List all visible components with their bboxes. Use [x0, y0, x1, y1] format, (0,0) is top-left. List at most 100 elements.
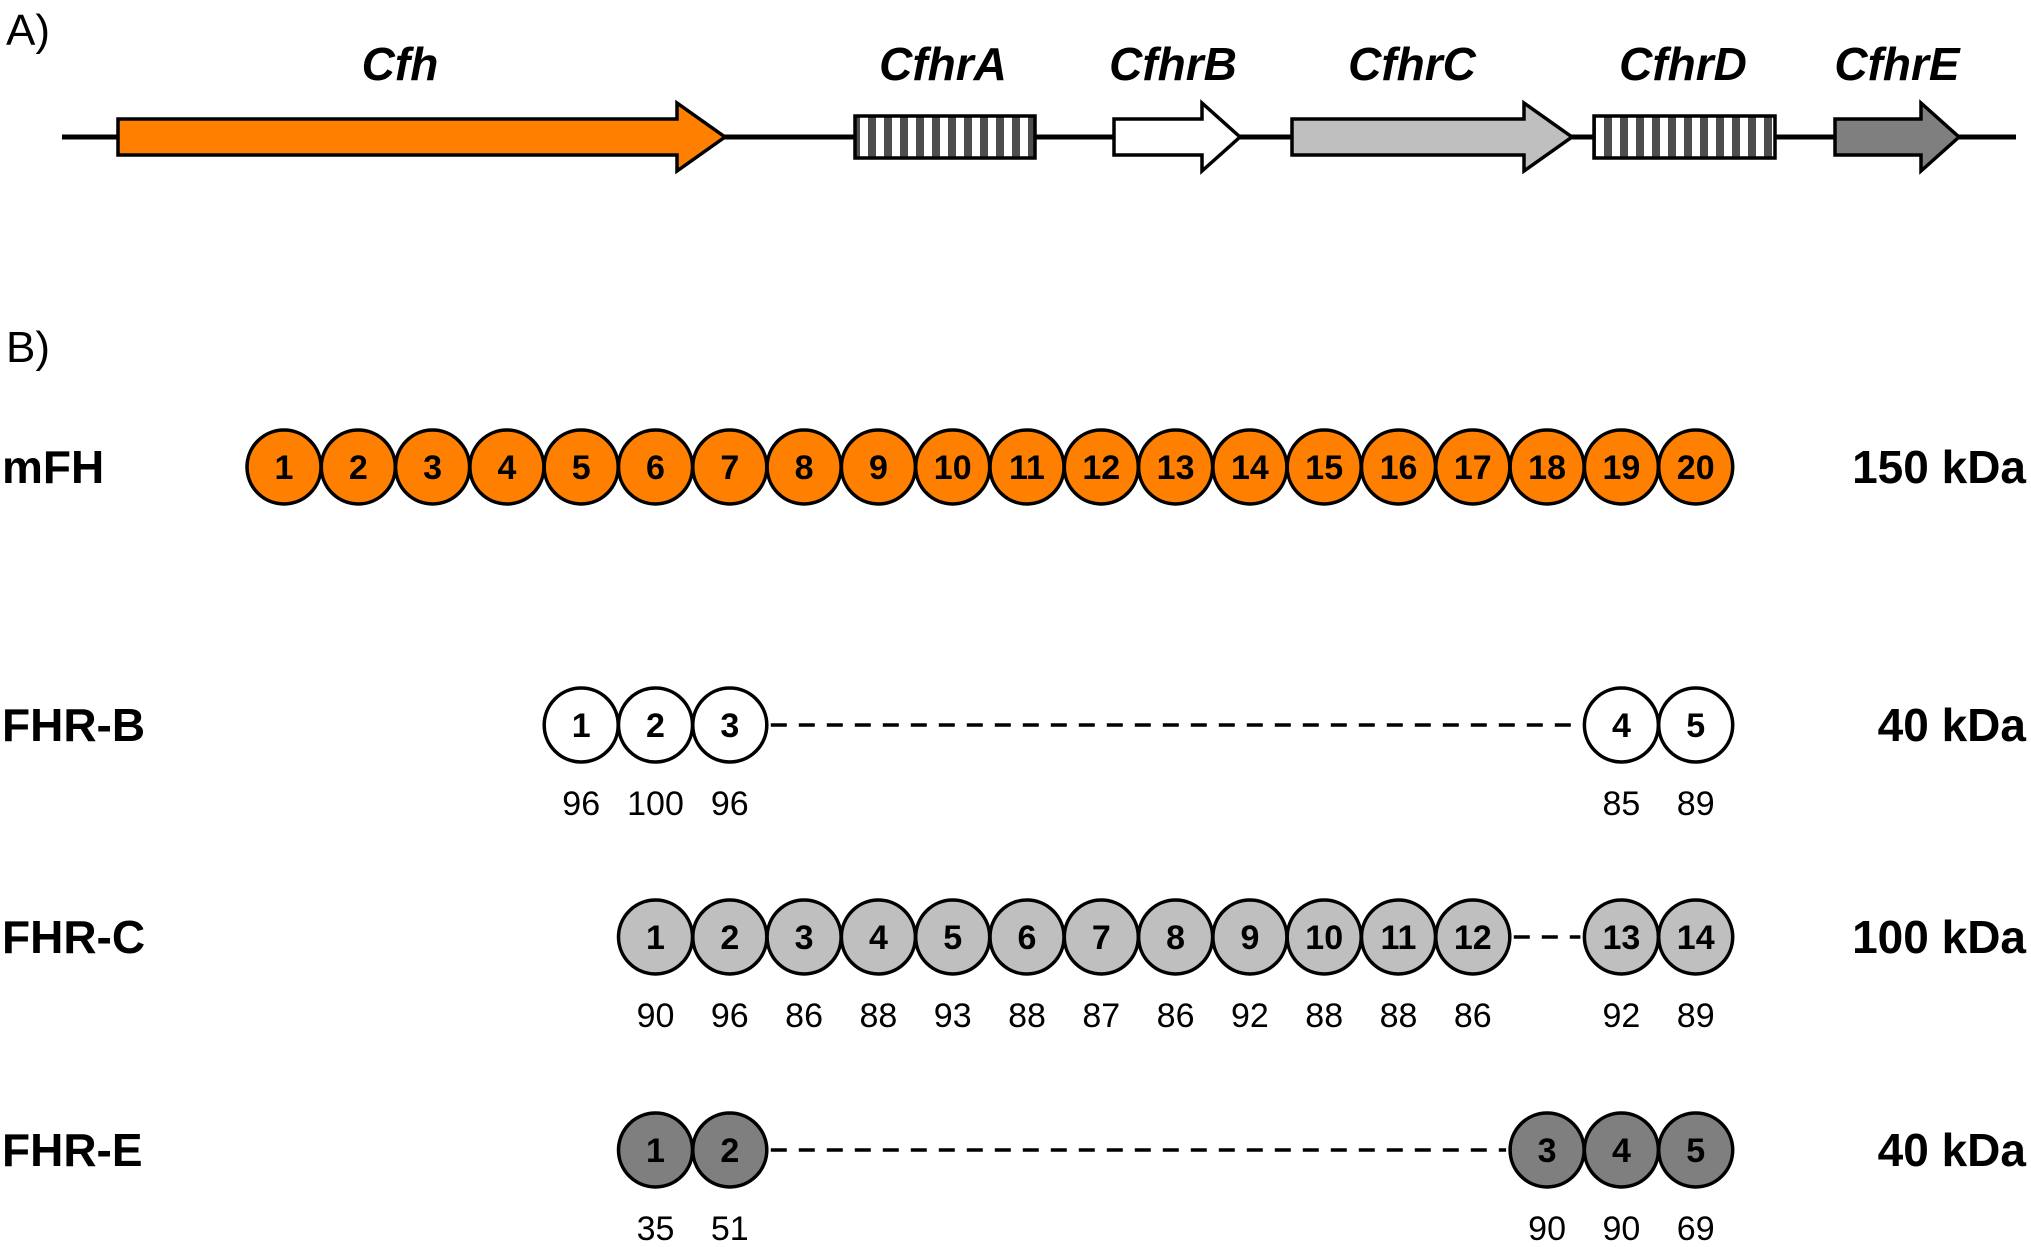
identity-percent: 92: [1602, 997, 1640, 1035]
identity-percent: 93: [934, 997, 972, 1035]
panel-b-label: B): [6, 323, 50, 372]
identity-percent: 88: [859, 997, 897, 1035]
identity-percent: 100: [627, 785, 684, 823]
ccp-domain-number: 13: [1602, 919, 1640, 957]
ccp-domain-number: 1: [646, 919, 665, 957]
ccp-domain-number: 1: [572, 707, 591, 745]
gene-arrow-cfhrb: [1112, 99, 1243, 175]
gene-cfhrc: CfhrC: [1290, 38, 1576, 175]
protein-size-mfh: 150 kDa: [1852, 441, 2026, 493]
identity-percent: 51: [711, 1210, 749, 1247]
ccp-domain-number: 3: [795, 919, 814, 957]
ccp-domain-number: 7: [1092, 919, 1111, 957]
gene-arrow-cfh: [116, 99, 729, 175]
gene-label-cfhrd: CfhrD: [1619, 38, 1747, 90]
ccp-domain-number: 11: [1381, 919, 1417, 957]
identity-percent: 86: [1157, 997, 1195, 1035]
identity-percent: 85: [1602, 785, 1640, 823]
ccp-domain-number: 18: [1528, 449, 1566, 487]
protein-name-mfh: mFH: [2, 441, 104, 493]
gene-arrow-cfhrc: [1290, 99, 1576, 175]
identity-percent: 88: [1305, 997, 1343, 1035]
identity-percent: 88: [1380, 997, 1418, 1035]
ccp-domain-circle: [691, 686, 769, 764]
protein-size-fhr-b: 40 kDa: [1878, 699, 2027, 751]
ccp-domain-circle: [1656, 428, 1735, 506]
ccp-domain-number: 3: [423, 449, 442, 487]
gene-box-cfhrd: [1592, 114, 1777, 160]
panel-a-label: A): [6, 6, 50, 55]
ccp-domain-number: 19: [1602, 449, 1640, 487]
identity-percent: 92: [1231, 997, 1269, 1035]
identity-percent: 86: [1454, 997, 1492, 1035]
ccp-domain-number: 1: [275, 449, 294, 487]
ccp-domain-circle: [1656, 1111, 1735, 1189]
ccp-domain-number: 8: [1166, 919, 1185, 957]
gene-label-cfhra: CfhrA: [879, 38, 1007, 90]
ccp-domain-circle: [1656, 898, 1735, 976]
protein-name-fhr-c: FHR-C: [2, 911, 145, 963]
ccp-domain-number: 2: [720, 1132, 739, 1170]
protein-name-fhr-b: FHR-B: [2, 699, 145, 751]
gene-cfhra: CfhrA: [853, 38, 1037, 160]
ccp-domain-number: 3: [720, 707, 739, 745]
protein-fhr-c: FHR-C 100 kDa 1 90 2 96 3 86 4 88 5 93 6 88 7 87 8 86 9 92 1…: [2, 898, 2026, 1035]
ccp-domain-number: 4: [869, 919, 888, 957]
ccp-domain-number: 2: [646, 707, 665, 745]
ccp-domain-number: 20: [1677, 449, 1715, 487]
ccp-domain-number: 9: [1240, 919, 1259, 957]
ccp-domain-number: 7: [720, 449, 739, 487]
panel-a: A) Cfh CfhrA CfhrB CfhrC CfhrD CfhrE: [6, 6, 2016, 175]
identity-percent: 87: [1082, 997, 1120, 1035]
ccp-domain-circle: [691, 1111, 769, 1189]
ccp-domain-number: 4: [1612, 707, 1631, 745]
ccp-domain-number: 5: [943, 919, 962, 957]
identity-percent: 88: [1008, 997, 1046, 1035]
ccp-domain-number: 15: [1305, 449, 1343, 487]
ccp-domain-number: 2: [720, 919, 739, 957]
ccp-domain-number: 14: [1231, 449, 1269, 487]
identity-percent: 90: [637, 997, 675, 1035]
identity-percent: 69: [1677, 1210, 1715, 1247]
protein-name-fhr-e: FHR-E: [2, 1124, 143, 1176]
ccp-domain-number: 2: [349, 449, 368, 487]
ccp-domain-circle: [1434, 898, 1512, 976]
ccp-domain-number: 10: [1305, 919, 1343, 957]
identity-percent: 90: [1602, 1210, 1640, 1247]
ccp-domain-number: 11: [1009, 449, 1045, 487]
gene-box-cfhra: [853, 114, 1037, 160]
identity-percent: 96: [562, 785, 600, 823]
identity-percent: 89: [1677, 997, 1715, 1035]
ccp-domain-number: 3: [1538, 1132, 1557, 1170]
gene-label-cfhre: CfhrE: [1834, 38, 1961, 90]
ccp-domain-number: 5: [1686, 707, 1705, 745]
gene-cfh: Cfh: [116, 38, 729, 175]
identity-percent: 86: [785, 997, 823, 1035]
ccp-domain-number: 13: [1157, 449, 1195, 487]
identity-percent: 89: [1677, 785, 1715, 823]
ccp-domain-number: 17: [1454, 449, 1492, 487]
gene-label-cfhrb: CfhrB: [1109, 38, 1237, 90]
ccp-domain-number: 5: [572, 449, 591, 487]
ccp-domain-number: 1: [646, 1132, 665, 1170]
ccp-domain-number: 9: [869, 449, 888, 487]
protein-fhr-b: FHR-B 40 kDa 1 96 2 100 3 96 4 85 5 89: [2, 686, 2027, 823]
gene-arrow-cfhre: [1833, 99, 1962, 175]
identity-percent: 90: [1528, 1210, 1566, 1247]
identity-percent: 96: [711, 997, 749, 1035]
protein-size-fhr-c: 100 kDa: [1852, 911, 2026, 963]
gene-cfhrd: CfhrD: [1592, 38, 1777, 160]
ccp-domain-number: 12: [1454, 919, 1492, 957]
ccp-domain-number: 6: [646, 449, 665, 487]
genes-layer: Cfh CfhrA CfhrB CfhrC CfhrD CfhrE: [116, 38, 1962, 175]
ccp-domain-number: 4: [1612, 1132, 1631, 1170]
ccp-domain-number: 10: [934, 449, 972, 487]
gene-label-cfhrc: CfhrC: [1348, 38, 1477, 90]
ccp-domain-number: 6: [1018, 919, 1037, 957]
gene-label-cfh: Cfh: [362, 38, 439, 90]
identity-percent: 96: [711, 785, 749, 823]
